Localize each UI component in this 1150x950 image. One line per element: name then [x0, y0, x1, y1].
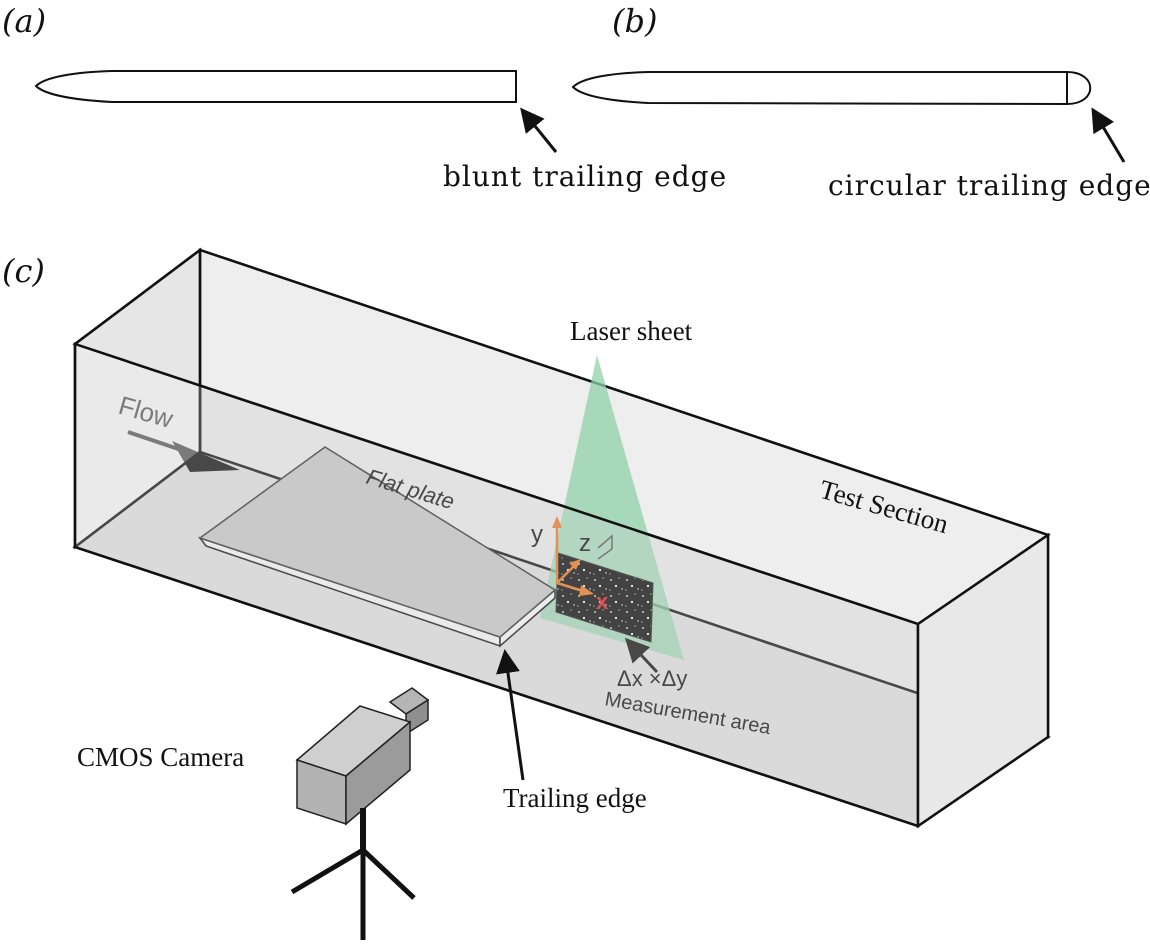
flow-indicator: Flow	[115, 390, 240, 472]
axis-z-head	[569, 559, 581, 570]
airfoil-blunt-profile	[34, 70, 517, 103]
axis-z-label: z	[579, 530, 591, 557]
circular-trailing-edge-arrow	[1091, 107, 1126, 163]
trailing-edge-label: Trailing edge	[503, 783, 647, 813]
panel-a-label: (a)	[2, 2, 46, 40]
box-right-face	[916, 532, 1050, 829]
airfoil-circular-profile	[571, 71, 1092, 106]
axis-y-label: y	[531, 521, 543, 548]
measurement-area-image	[555, 552, 654, 643]
panel-b-label: (b)	[612, 2, 657, 40]
blunt-trailing-edge-arrow	[520, 107, 558, 153]
flat-plate-top	[198, 446, 557, 638]
axis-z-line	[556, 564, 576, 584]
measurement-x-marker: x	[596, 589, 609, 614]
axis-x-head	[579, 585, 594, 596]
tripod-leg-left	[290, 847, 365, 895]
circular-trailing-edge-label: circular trailing edge	[828, 169, 1150, 202]
laser-sheet-label: Laser sheet	[570, 316, 693, 346]
axis-z-plane-hint	[597, 534, 613, 560]
cmos-camera-label: CMOS Camera	[77, 742, 244, 772]
panel-b: (b) circular trailing edge	[571, 2, 1150, 202]
coordinate-axes: y z	[531, 516, 613, 596]
panel-c: (c) Laser sheet Flat plate Flow Test Sec…	[2, 247, 1051, 940]
blunt-trailing-edge-label: blunt trailing edge	[443, 160, 727, 193]
tripod-leg-right	[361, 848, 416, 900]
measurement-area-arrow	[624, 637, 659, 674]
trailing-edge-arrow	[496, 649, 525, 781]
test-section-front	[73, 247, 1050, 829]
panel-c-label: (c)	[2, 252, 45, 290]
camera-body-side	[345, 720, 411, 826]
panel-a: (a) blunt trailing edge	[2, 2, 727, 193]
axis-x-line	[556, 581, 584, 593]
flow-arrowhead	[172, 441, 240, 472]
measurement-size-label: Δx ×Δy	[617, 666, 687, 691]
cmos-camera	[290, 687, 430, 940]
axis-y-head	[552, 516, 562, 528]
